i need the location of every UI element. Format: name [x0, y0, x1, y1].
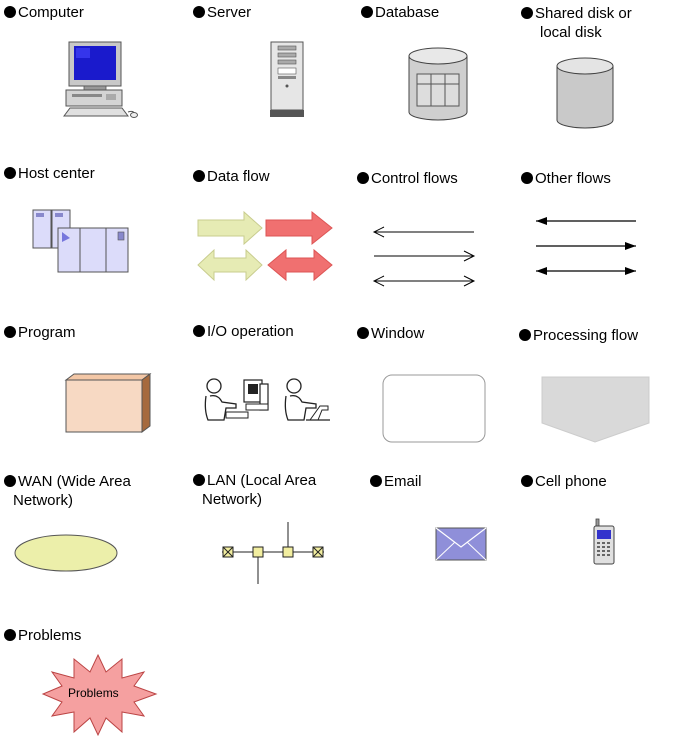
bullet-icon — [370, 475, 382, 487]
bullet-icon — [193, 6, 205, 18]
bullet-icon — [4, 475, 16, 487]
bullet-icon — [4, 6, 16, 18]
legend-label-window: Window — [357, 324, 424, 343]
host-center-icon — [32, 208, 132, 276]
bullet-icon — [521, 172, 533, 184]
legend-label-control-flows: Control flows — [357, 169, 458, 188]
legend-label-database: Database — [361, 3, 439, 22]
bullet-icon — [357, 172, 369, 184]
window-icon — [382, 374, 486, 444]
legend-label-shared-disk-line2: local disk — [540, 24, 602, 41]
wan-icon — [13, 532, 121, 576]
legend-label-io-operation: I/O operation — [193, 322, 294, 341]
bullet-icon — [4, 326, 16, 338]
database-icon — [406, 46, 470, 124]
legend-label-data-flow: Data flow — [193, 167, 270, 186]
server-icon — [268, 40, 308, 120]
control-flows-icon — [370, 222, 480, 292]
bullet-icon — [193, 474, 205, 486]
data-flow-icon — [196, 208, 336, 286]
email-icon — [435, 527, 489, 563]
legend-label-cell-phone: Cell phone — [521, 472, 607, 491]
legend-label-other-flows: Other flows — [521, 169, 611, 188]
legend-label-shared-disk: Shared disk or — [521, 4, 632, 23]
legend-label-lan: LAN (Local Area — [193, 471, 316, 490]
cell-phone-icon — [592, 518, 616, 568]
bullet-icon — [361, 6, 373, 18]
legend-label-program: Program — [4, 323, 76, 342]
other-flows-icon — [532, 212, 642, 282]
legend-label-lan-line2: Network) — [202, 491, 263, 508]
bullet-icon — [193, 325, 205, 337]
legend-label-processing-flow: Processing flow — [519, 326, 638, 345]
bullet-icon — [519, 329, 531, 341]
legend-label-problems: Problems — [4, 626, 81, 645]
program-icon — [64, 372, 154, 434]
bullet-icon — [521, 475, 533, 487]
legend-label-wan-line2: Network) — [13, 492, 74, 509]
legend-label-host-center: Host center — [4, 164, 95, 183]
bullet-icon — [4, 167, 16, 179]
bullet-icon — [4, 629, 16, 641]
bullet-icon — [193, 170, 205, 182]
computer-icon — [62, 40, 142, 120]
problems-star-text: Problems — [68, 686, 119, 700]
legend-label-wan: WAN (Wide Area — [4, 472, 131, 491]
legend-label-server: Server — [193, 3, 251, 22]
bullet-icon — [521, 7, 533, 19]
shared-disk-icon — [554, 56, 618, 132]
legend-label-computer: Computer — [4, 3, 84, 22]
bullet-icon — [357, 327, 369, 339]
lan-icon — [218, 520, 330, 586]
processing-flow-icon — [541, 376, 651, 444]
legend-label-email: Email — [370, 472, 422, 491]
problems-star-icon — [41, 653, 158, 737]
io-operation-icon — [202, 376, 334, 424]
